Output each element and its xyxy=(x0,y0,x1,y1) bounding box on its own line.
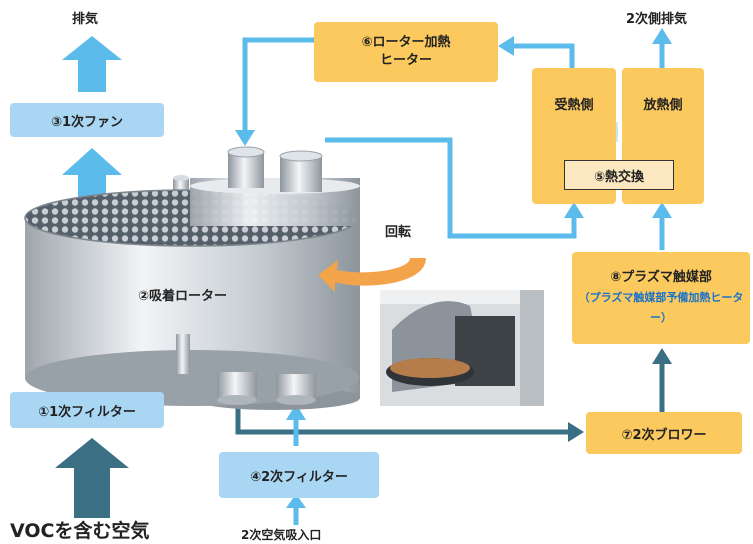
secondary-filter-label: ④2次フィルター xyxy=(250,469,348,485)
fan-to-exhaust-arrow xyxy=(62,148,122,207)
equipment-photo xyxy=(380,290,544,406)
hx-to-heater-line xyxy=(512,43,575,68)
adsorption-rotor-label: ②吸着ローター xyxy=(138,289,228,304)
rotor-heater-label-1: ⑥ローター加熱 xyxy=(361,35,451,50)
heat-exchange-box: ⑤熱交換 xyxy=(564,160,674,190)
rotation-label: 回転 xyxy=(385,225,412,240)
primary-filter-label: ①1次フィルター xyxy=(38,404,136,420)
plasma-catalyst-label: ⑧プラズマ触媒部 xyxy=(610,270,712,285)
plasma-preheater-label: （プラズマ触媒部予備加熱ヒーター） xyxy=(578,291,744,324)
secondary-blower-box: ⑦2次ブロワー xyxy=(586,412,742,454)
adsorption-rotor-drawing xyxy=(24,146,360,410)
primary-fan-label: ③1次ファン xyxy=(50,114,124,130)
rotor-heater-box: ⑥ローター加熱 ヒーター xyxy=(314,22,498,82)
plasma-catalyst-box: ⑧プラズマ触媒部 （プラズマ触媒部予備加熱ヒーター） xyxy=(572,252,750,344)
heat-receiving-side-label: 受熱側 xyxy=(554,98,594,113)
voc-inlet-arrow xyxy=(55,438,129,518)
rotation-arrow xyxy=(318,258,426,292)
rotor-to-blower-line xyxy=(235,400,570,435)
rotor-heater-label-2: ヒーター xyxy=(379,53,432,68)
voc-air-label: VOCを含む空気 xyxy=(10,520,150,542)
heat-exchange-label: ⑤熱交換 xyxy=(593,169,644,185)
secondary-blower-label: ⑦2次ブロワー xyxy=(621,427,707,443)
heat-radiating-side-label: 放熱側 xyxy=(643,98,683,113)
primary-fan-box: ③1次ファン xyxy=(10,103,164,137)
exhaust-arrow xyxy=(62,36,122,92)
heater-to-rotor-line xyxy=(242,37,315,132)
rotor-to-hx-line xyxy=(325,137,577,239)
primary-filter-box: ①1次フィルター xyxy=(10,392,164,428)
secondary-inlet-label: 2次空気吸入口 xyxy=(241,528,322,542)
secondary-exhaust-label: 2次側排気 xyxy=(626,12,688,27)
exhaust-label: 排気 xyxy=(72,12,99,27)
secondary-filter-box: ④2次フィルター xyxy=(219,452,379,498)
